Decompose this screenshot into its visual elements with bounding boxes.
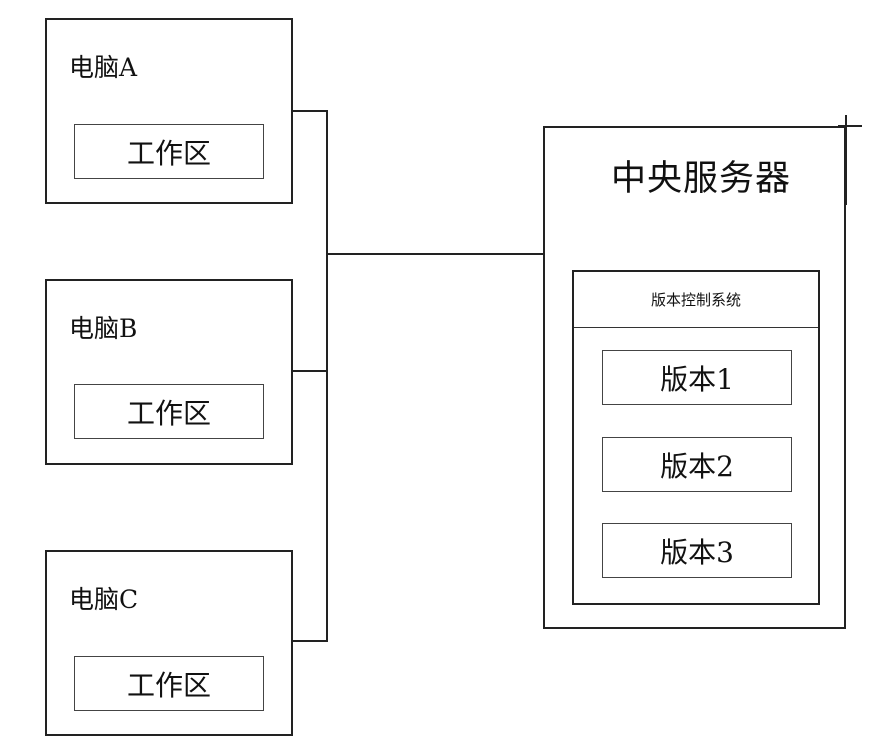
connector-b-horizontal xyxy=(293,370,328,372)
central-server-title: 中央服务器 xyxy=(611,159,792,199)
connector-to-server xyxy=(326,253,544,255)
computer-b-box: 电脑B 工作区 xyxy=(45,279,293,465)
computer-c-workspace: 工作区 xyxy=(74,656,264,711)
connector-a-horizontal xyxy=(293,110,328,112)
version-1-box: 版本1 xyxy=(602,350,792,405)
computer-a-box: 电脑A 工作区 xyxy=(45,18,293,204)
corner-tick-vertical xyxy=(845,115,847,205)
computer-c-label: 电脑C xyxy=(69,585,139,614)
vcs-box: 版本控制系统 版本1 版本2 版本3 xyxy=(572,270,820,605)
connector-bus-vertical xyxy=(326,110,328,642)
computer-a-workspace: 工作区 xyxy=(74,124,264,179)
computer-b-workspace: 工作区 xyxy=(74,384,264,439)
computer-c-box: 电脑C 工作区 xyxy=(45,550,293,736)
central-server-box: 中央服务器 版本控制系统 版本1 版本2 版本3 xyxy=(543,126,846,629)
version-3-box: 版本3 xyxy=(602,523,792,578)
corner-tick-horizontal xyxy=(838,125,862,127)
vcs-title: 版本控制系统 xyxy=(574,272,818,328)
connector-c-horizontal xyxy=(293,640,328,642)
version-2-box: 版本2 xyxy=(602,437,792,492)
computer-b-label: 电脑B xyxy=(69,314,138,343)
computer-a-label: 电脑A xyxy=(69,53,138,82)
